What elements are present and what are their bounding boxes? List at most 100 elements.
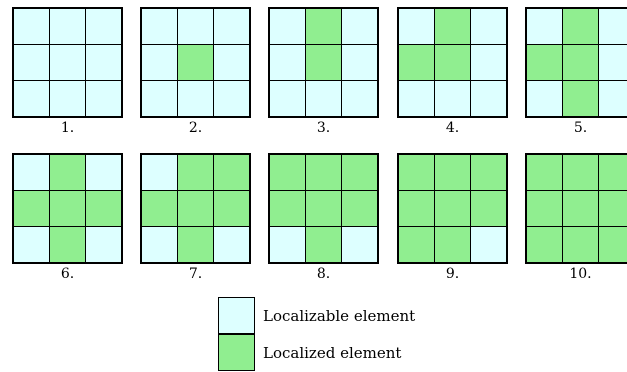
localized-cell [598,226,627,264]
localizable-cell [397,80,435,118]
localized-cell [433,7,472,45]
localizable-cell [470,80,508,118]
localizable-cell [470,226,508,264]
localized-cell [433,153,472,191]
panel-caption: 9. [445,266,460,282]
localized-cell [341,153,379,191]
panel-caption: 10. [569,266,592,282]
localized-cell [525,43,563,82]
localized-cell [176,189,215,228]
localizable-cell [12,80,50,118]
localized-cell [268,153,306,191]
element-grid [140,7,251,118]
grid-panel: 5. [525,7,627,139]
localized-cell [433,189,472,228]
localized-cell [470,189,508,228]
grid-panel: 3. [268,7,379,139]
localizable-cell [85,226,123,264]
localized-cell [561,226,600,264]
element-grid [397,153,508,264]
localized-cell [304,7,343,45]
localizable-cell [525,7,563,45]
localizable-cell [341,226,379,264]
localized-cell [304,43,343,82]
grid-panel: 2. [140,7,251,139]
grid-panel: 1. [12,7,123,139]
localized-cell [525,153,563,191]
element-grid [140,153,251,264]
localizable-cell [12,43,50,82]
grid-panel: 7. [140,153,251,285]
localizable-cell [598,7,627,45]
localized-cell [176,226,215,264]
localized-cell [598,153,627,191]
localized-cell [525,189,563,228]
localizable-cell [213,43,251,82]
localizable-cell [140,226,178,264]
grid-panel: 8. [268,153,379,285]
localizable-cell [213,7,251,45]
localized-cell [12,189,50,228]
localized-cell [397,43,435,82]
localized-cell [433,43,472,82]
localizable-cell [85,43,123,82]
localized-cell [176,43,215,82]
element-grid [268,7,379,118]
grid-panel: 6. [12,153,123,285]
localized-cell [304,226,343,264]
localized-cell [176,153,215,191]
localized-cell [561,189,600,228]
localizable-cell [140,43,178,82]
element-grid [12,7,123,118]
localizable-cell [140,7,178,45]
localizable-cell [48,80,87,118]
localizable-cell [213,80,251,118]
panel-caption: 4. [445,120,460,136]
localized-cell [48,153,87,191]
element-grid [397,7,508,118]
localizable-cell [176,7,215,45]
panel-caption: 1. [60,120,75,136]
localizable-cell [85,153,123,191]
localized-cell [525,226,563,264]
localized-cell [304,153,343,191]
localizable-cell [341,80,379,118]
element-grid [525,7,627,118]
localizable-cell [85,80,123,118]
localizable-cell [176,80,215,118]
localized-cell [48,189,87,228]
panel-caption: 2. [188,120,203,136]
localizable-cell [598,80,627,118]
grid-panel: 9. [397,153,508,285]
localizable-cell [304,80,343,118]
localizable-cell [213,226,251,264]
panel-caption: 3. [316,120,331,136]
localized-cell [598,189,627,228]
localized-cell [85,189,123,228]
localizable-cell [433,80,472,118]
localized-cell [561,80,600,118]
localizable-cell [140,153,178,191]
localized-cell [397,153,435,191]
localized-cell [213,189,251,228]
localized-cell [304,189,343,228]
localizable-cell [341,7,379,45]
element-grid [525,153,627,264]
localized-cell [140,189,178,228]
localized-cell [561,153,600,191]
localized-cell [213,153,251,191]
localized-cell [433,226,472,264]
localizable-cell [268,7,306,45]
localized-cell [397,189,435,228]
localized-cell [561,7,600,45]
localizable-cell [470,7,508,45]
panel-caption: 5. [573,120,588,136]
localized-cell [397,226,435,264]
localizable-cell [268,80,306,118]
panel-caption: 8. [316,266,331,282]
grid-panel: 10. [525,153,627,285]
localizable-cell [470,43,508,82]
grid-panel: 4. [397,7,508,139]
element-grid [268,153,379,264]
localized-cell [470,153,508,191]
